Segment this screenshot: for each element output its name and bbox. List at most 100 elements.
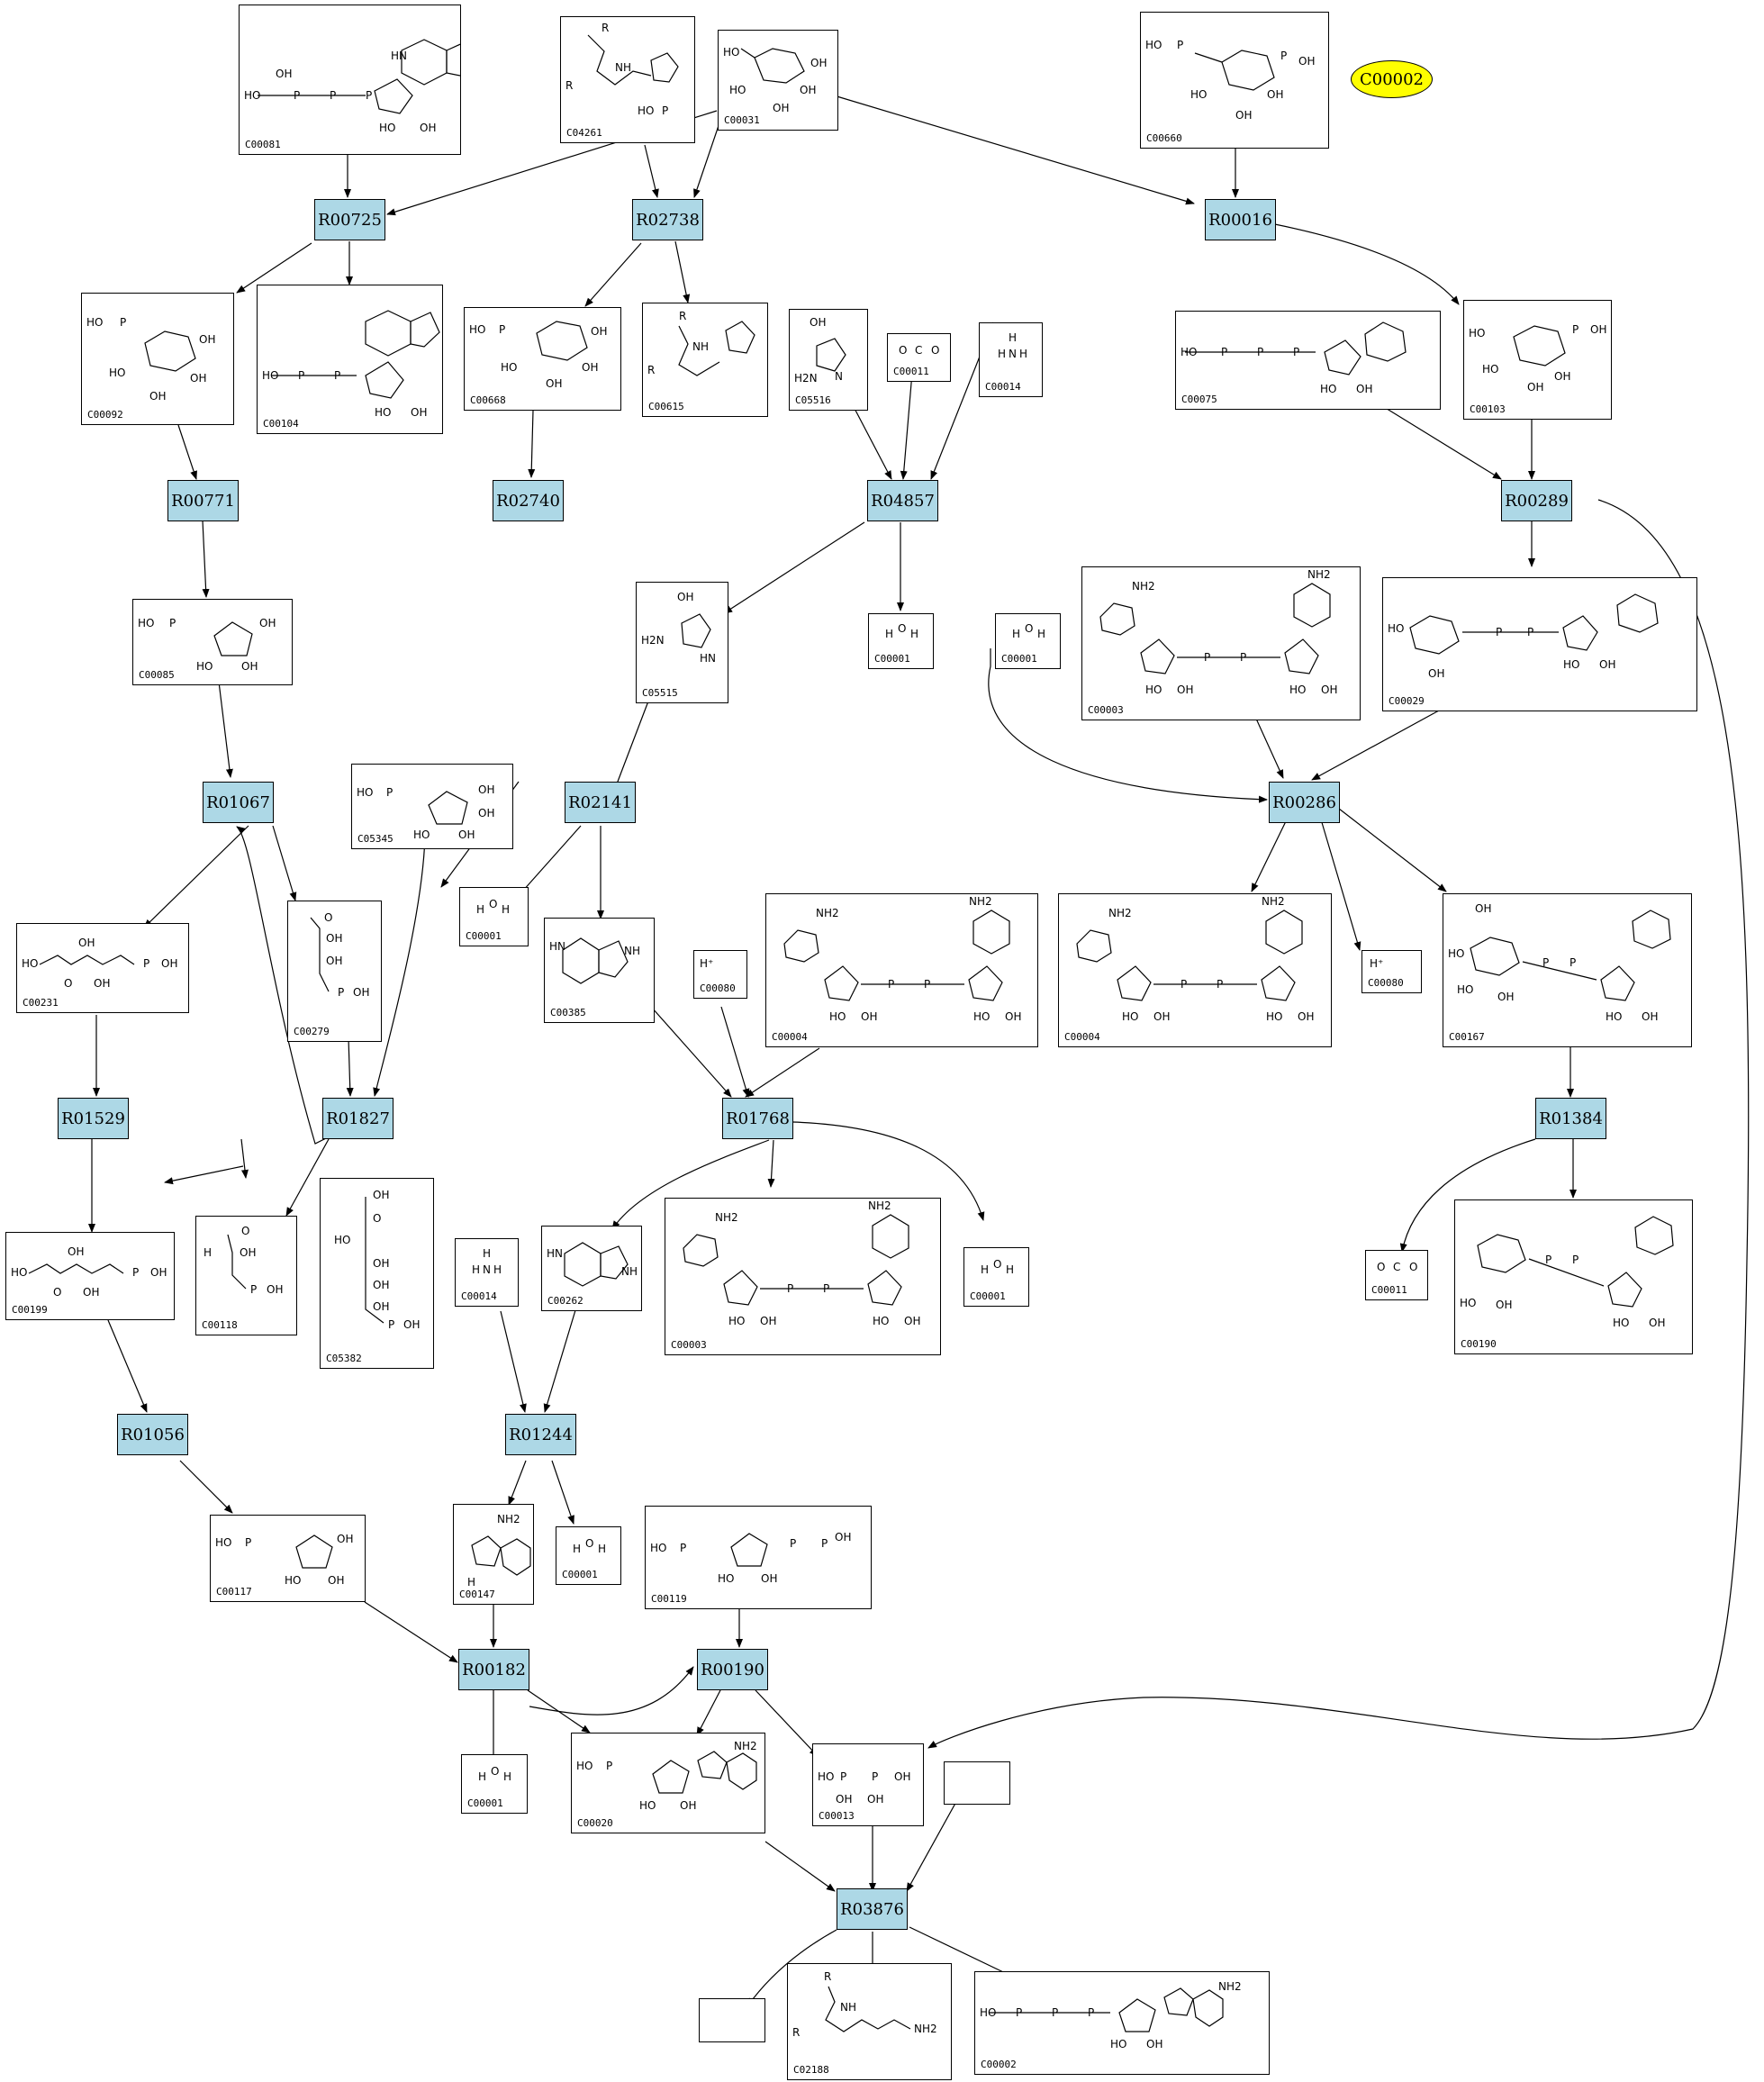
- svg-text:H: H: [1012, 628, 1020, 640]
- svg-text:HN: HN: [547, 1247, 563, 1260]
- svg-text:OH: OH: [68, 1245, 84, 1258]
- svg-text:OH: OH: [373, 1300, 389, 1313]
- svg-text:OH: OH: [810, 57, 827, 69]
- svg-text:H: H: [573, 1543, 581, 1555]
- svg-text:HO: HO: [1145, 39, 1162, 51]
- svg-text:OH: OH: [582, 361, 598, 374]
- reaction-node[interactable]: R02738: [632, 199, 703, 240]
- svg-text:OH: OH: [328, 1574, 344, 1587]
- edge: [644, 144, 659, 198]
- svg-text:OH: OH: [1146, 2038, 1162, 2050]
- compound-node[interactable]: H⁺ C00080: [693, 950, 747, 999]
- reaction-node[interactable]: R01768: [722, 1098, 793, 1139]
- reaction-node[interactable]: R01529: [58, 1098, 129, 1139]
- svg-text:OH: OH: [150, 1266, 167, 1279]
- svg-text:N: N: [483, 1263, 491, 1276]
- reaction-node[interactable]: R00286: [1269, 782, 1340, 823]
- svg-text:O: O: [373, 1212, 381, 1225]
- svg-text:OH: OH: [190, 372, 206, 385]
- reaction-node[interactable]: R00190: [697, 1649, 768, 1690]
- reaction-node[interactable]: R00289: [1501, 480, 1572, 521]
- reaction-node[interactable]: R00016: [1205, 199, 1276, 240]
- reaction-node[interactable]: R02740: [493, 480, 564, 521]
- reaction-node[interactable]: R03876: [837, 1888, 908, 1930]
- reaction-node[interactable]: R01384: [1535, 1098, 1606, 1139]
- compound-node-empty[interactable]: [944, 1761, 1010, 1805]
- svg-text:HO: HO: [285, 1574, 301, 1587]
- svg-text:OH: OH: [800, 84, 816, 96]
- reaction-node[interactable]: R01056: [117, 1414, 188, 1455]
- reaction-node[interactable]: R01067: [203, 782, 274, 823]
- svg-text:OH: OH: [337, 1533, 353, 1545]
- reaction-node[interactable]: R01827: [322, 1098, 394, 1139]
- reaction-node[interactable]: R02141: [565, 782, 636, 823]
- highlight-node-c00002[interactable]: C00002: [1351, 60, 1433, 98]
- reaction-node[interactable]: R00771: [167, 480, 239, 521]
- svg-text:OH: OH: [199, 333, 215, 346]
- svg-text:P: P: [1545, 1254, 1551, 1266]
- svg-text:P: P: [787, 1282, 793, 1295]
- edge: [755, 1689, 819, 1757]
- reaction-node[interactable]: R00725: [314, 199, 385, 240]
- svg-text:OH: OH: [1649, 1317, 1665, 1329]
- svg-text:N: N: [835, 370, 843, 383]
- compound-node[interactable]: H⁺ C00080: [1361, 950, 1422, 993]
- reaction-node[interactable]: R04857: [867, 480, 938, 521]
- svg-text:HN: HN: [700, 652, 716, 665]
- reaction-node[interactable]: R01244: [505, 1414, 576, 1455]
- reaction-node[interactable]: R00182: [458, 1649, 529, 1690]
- compound-node-empty[interactable]: [699, 1998, 765, 2042]
